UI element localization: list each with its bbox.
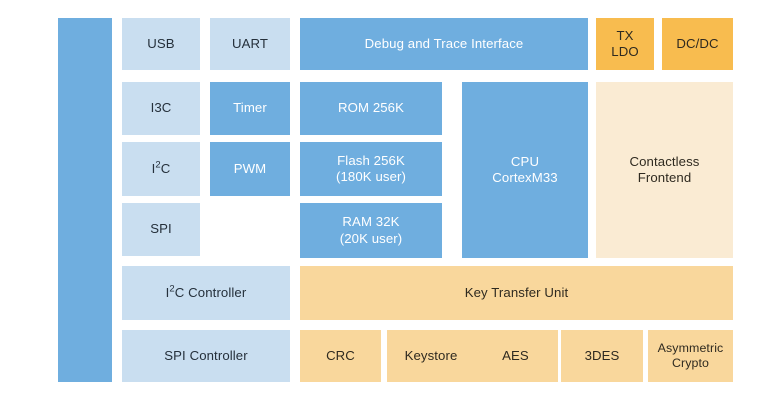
block-i2c-controller-label: I2C Controller <box>165 283 247 300</box>
block-tx-ldo: TX LDO <box>596 18 654 70</box>
block-key-transfer-unit: Key Transfer Unit <box>300 266 733 320</box>
block-asymmetric-crypto: Asymmetric Crypto <box>648 330 733 382</box>
block-ram: RAM 32K (20K user) <box>300 203 442 258</box>
block-spi: SPI <box>122 203 200 256</box>
block-crc: CRC <box>300 330 381 382</box>
block-timer: Timer <box>210 82 290 135</box>
block-i3c: I3C <box>122 82 200 135</box>
block-pwm: PWM <box>210 142 290 196</box>
block-cpu: CPU CortexM33 <box>462 82 588 258</box>
block-keystore: Keystore <box>387 330 475 382</box>
block-dcdc: DC/DC <box>662 18 733 70</box>
block-i2c-label: I2C <box>151 159 171 176</box>
block-bus-bar <box>58 18 112 382</box>
block-spi-controller: SPI Controller <box>122 330 290 382</box>
block-flash: Flash 256K (180K user) <box>300 142 442 196</box>
block-i2c-controller: I2C Controller <box>122 266 290 320</box>
block-debug-trace-interface: Debug and Trace Interface <box>300 18 588 70</box>
block-uart: UART <box>210 18 290 70</box>
block-3des: 3DES <box>561 330 643 382</box>
block-usb: USB <box>122 18 200 70</box>
block-rom: ROM 256K <box>300 82 442 135</box>
block-aes: AES <box>473 330 558 382</box>
block-contactless-frontend: Contactless Frontend <box>596 82 733 258</box>
block-i2c: I2C <box>122 142 200 196</box>
